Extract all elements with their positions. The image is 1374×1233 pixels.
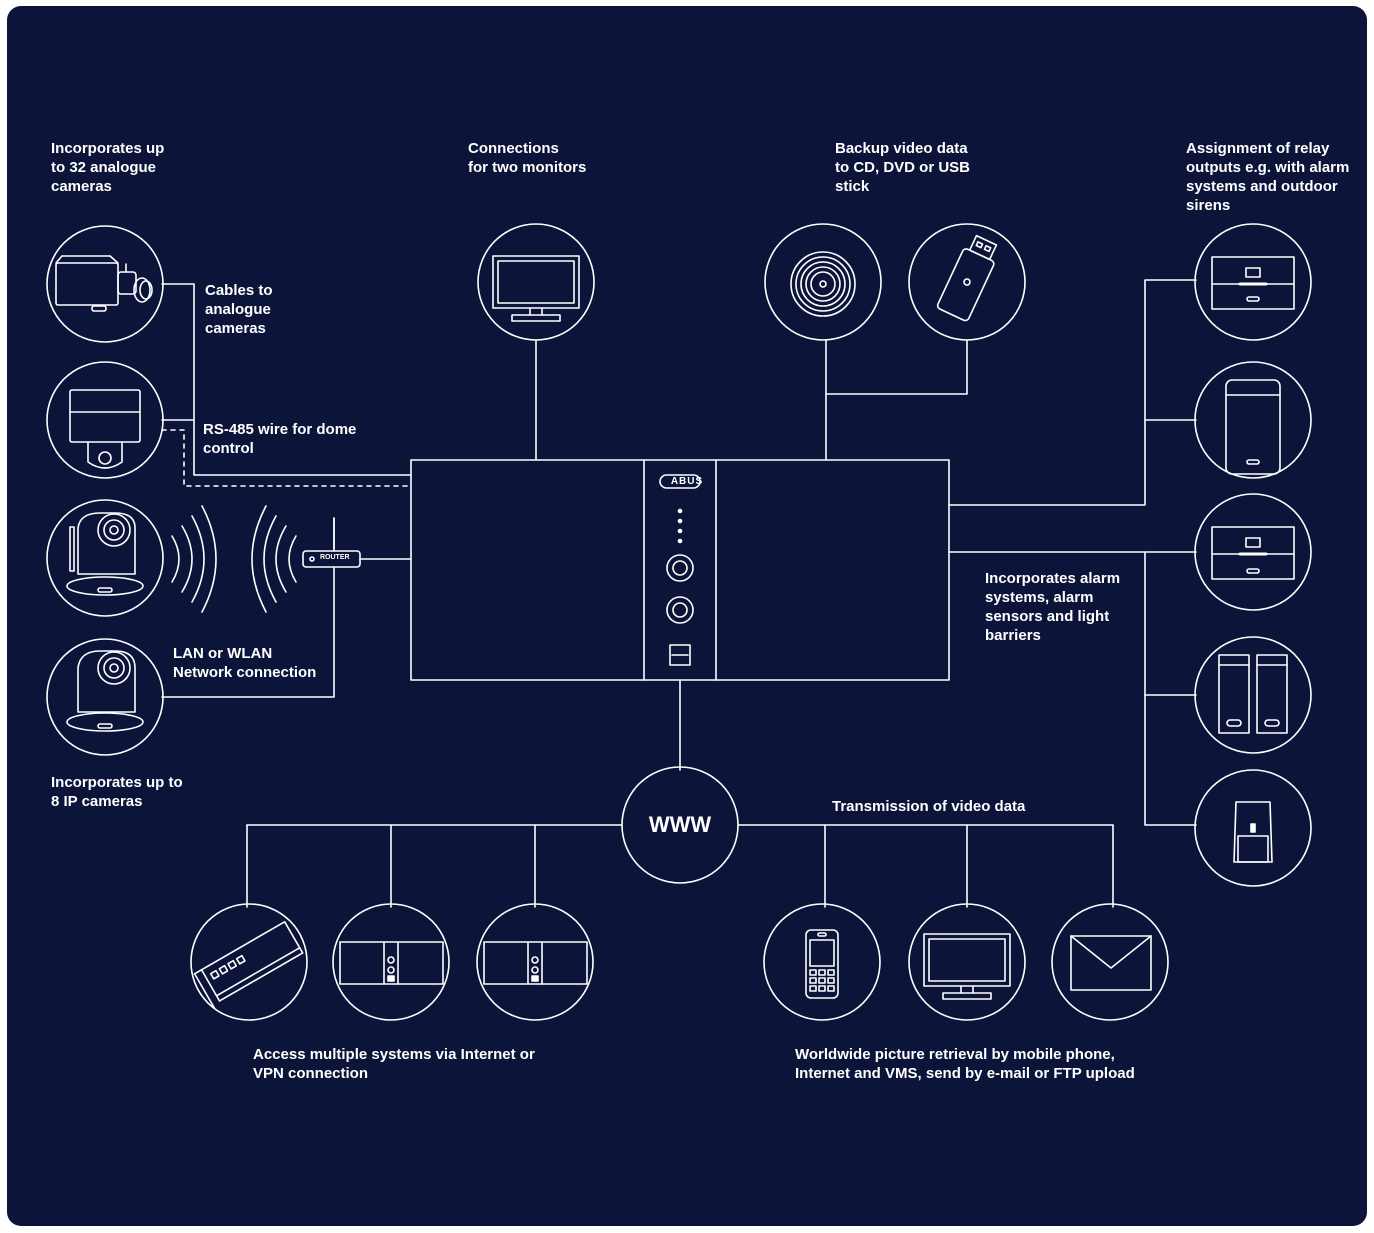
email-icon <box>1051 903 1169 1021</box>
label-backup: Backup video data to CD, DVD or USB stic… <box>835 140 970 195</box>
brand-logo: ABUS <box>670 476 704 487</box>
label-alarm: Incorporates alarm systems, alarm sensor… <box>985 570 1121 644</box>
mobile-phone-icon <box>763 903 881 1021</box>
ip-ptz-camera-icon <box>46 499 164 617</box>
label-lan-wlan: LAN or WLAN Network connection <box>173 645 317 681</box>
siren-icon <box>1194 493 1312 611</box>
monitor-icon <box>908 903 1026 1021</box>
light-barrier-icon <box>1194 636 1312 754</box>
label-analogue-cameras: Incorporates up to 32 analogue cameras <box>51 140 165 195</box>
www-hub <box>621 766 739 884</box>
brand-badge <box>659 474 701 489</box>
disc-icon <box>764 223 882 341</box>
router-icon <box>302 517 361 568</box>
label-worldwide: Worldwide picture retrieval by mobile ph… <box>795 1046 1135 1082</box>
siren-icon <box>1194 223 1312 341</box>
recorder-icon <box>332 903 450 1021</box>
label-ip-cameras: Incorporates up to 8 IP cameras <box>51 774 183 810</box>
router-label: ROUTER <box>320 554 350 561</box>
label-monitors: Connections for two monitors <box>468 140 587 176</box>
diagram-panel: ABUS ROUTER WWW Incorporates up to 32 an… <box>7 6 1367 1226</box>
label-access: Access multiple systems via Internet or … <box>253 1046 535 1082</box>
alarm-panel-icon <box>1194 361 1312 479</box>
central-recorder <box>410 459 950 681</box>
motion-sensor-icon <box>1194 769 1312 887</box>
label-relay: Assignment of relay outputs e.g. with al… <box>1186 140 1350 214</box>
dome-camera-icon <box>46 361 164 479</box>
ip-ptz-camera-icon <box>46 638 164 756</box>
pci-card-icon <box>190 903 308 1021</box>
wireless-signal-icon <box>171 505 297 613</box>
label-transmission: Transmission of video data <box>832 798 1026 815</box>
label-cables-analogue: Cables to analogue cameras <box>205 282 273 337</box>
www-label: WWW <box>648 812 712 837</box>
usb-stick-icon <box>908 223 1026 341</box>
network-diagram <box>46 223 1312 1021</box>
monitor-icon <box>477 223 595 341</box>
box-camera-icon <box>46 225 164 343</box>
label-rs485: RS-485 wire for dome control <box>203 421 357 457</box>
recorder-icon <box>476 903 594 1021</box>
